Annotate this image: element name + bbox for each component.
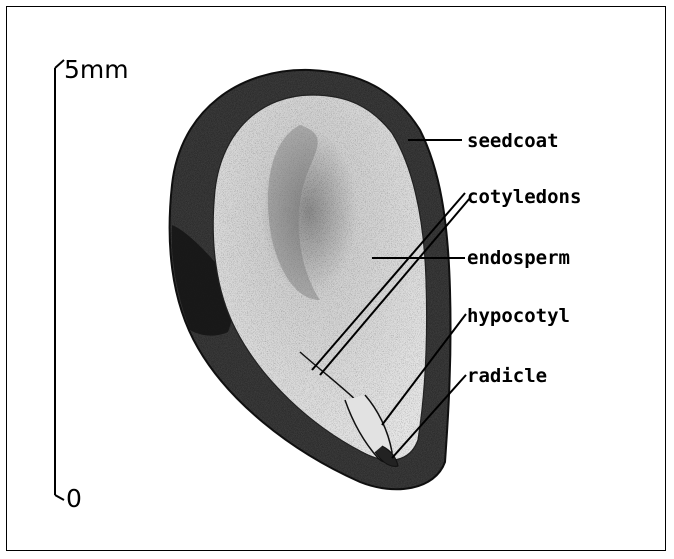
label-cotyledons: cotyledons [467,186,581,208]
label-hypocotyl: hypocotyl [467,305,570,327]
scale-top-label: 5mm [64,55,129,84]
scale-bar: 5mm 0 [55,55,129,513]
label-endosperm: endosperm [467,247,570,269]
label-radicle: radicle [467,365,547,387]
scale-bottom-label: 0 [66,484,82,513]
seed-illustration [170,70,451,489]
label-seedcoat: seedcoat [467,130,559,152]
